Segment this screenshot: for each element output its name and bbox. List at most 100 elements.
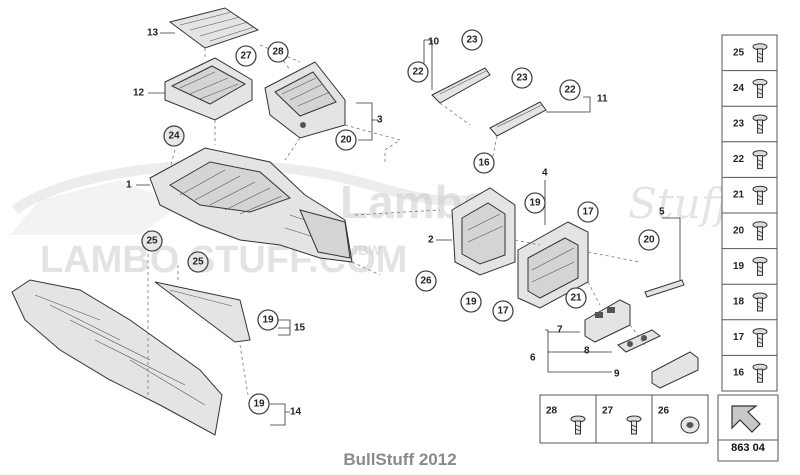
torx-screw-icon <box>752 328 768 348</box>
label-7: 7 <box>557 325 563 336</box>
svg-text:19: 19 <box>262 315 274 326</box>
grommet-icon <box>680 416 700 434</box>
part-5-strip <box>644 279 685 298</box>
bottom-fastener-26: 26 <box>651 395 700 443</box>
bottom-fastener-27: 27 <box>595 395 642 443</box>
callout-25-left: 25 <box>141 230 163 252</box>
footer-text: BullStuff 2012 <box>343 450 456 469</box>
fastener-row-24: 24 <box>722 70 777 98</box>
fastener-row-21: 21 <box>722 176 777 205</box>
label-13: 13 <box>147 28 159 39</box>
bracket-clip-icon <box>752 221 768 241</box>
svg-text:20: 20 <box>340 135 352 146</box>
svg-text:25: 25 <box>146 236 158 247</box>
callout-27: 27 <box>235 45 257 67</box>
svg-text:22: 22 <box>564 85 576 96</box>
fastener-num: 17 <box>733 332 745 343</box>
part-9-cover <box>651 351 699 389</box>
label-5: 5 <box>659 207 665 218</box>
fastener-row-18: 18 <box>722 283 777 312</box>
fastener-num: 23 <box>733 119 745 130</box>
diagram-id-box: 863 04 <box>717 394 779 462</box>
part-12-tray <box>164 57 253 121</box>
fastener-num: 28 <box>546 406 558 417</box>
label-14: 14 <box>290 407 302 418</box>
part-14-console-trim <box>11 279 223 436</box>
fastener-row-20: 20 <box>722 212 777 241</box>
watermark-script: Stuff <box>628 179 737 228</box>
fastener-num: 20 <box>733 225 745 236</box>
bolt-icon <box>752 185 768 205</box>
svg-text:23: 23 <box>466 35 478 46</box>
label-3: 3 <box>377 115 383 126</box>
callout-17-top: 17 <box>577 201 599 223</box>
svg-text:27: 27 <box>240 51 252 62</box>
callout-22-right: 22 <box>559 79 581 101</box>
label-15: 15 <box>294 323 306 334</box>
washer-screw-icon <box>626 415 642 435</box>
fastener-row-22: 22 <box>722 141 777 170</box>
callout-21: 21 <box>565 287 587 309</box>
arrow-icon <box>731 405 761 433</box>
callout-24: 24 <box>163 125 185 147</box>
fastener-num: 24 <box>733 83 745 94</box>
bottom-fastener-panel: 28 27 26 <box>539 394 709 444</box>
callout-20-top: 20 <box>335 129 357 151</box>
label-2: 2 <box>428 235 434 246</box>
leader-lines <box>136 32 681 426</box>
label-4: 4 <box>542 168 548 179</box>
label-12: 12 <box>133 88 145 99</box>
fastener-row-23: 23 <box>722 105 777 134</box>
part-labels: 13 12 3 1 10 11 4 2 5 15 14 7 6 8 9 <box>126 28 665 418</box>
callout-26: 26 <box>415 270 437 292</box>
part-7-switch-panel <box>584 299 631 343</box>
svg-text:17: 17 <box>497 306 509 317</box>
callout-19-low: 19 <box>460 291 482 313</box>
clip-nut-icon <box>752 256 768 276</box>
callout-23-right: 23 <box>511 67 533 89</box>
label-9: 9 <box>614 369 620 380</box>
label-10: 10 <box>428 37 440 48</box>
part-4-frame <box>517 221 589 309</box>
fastener-num: 16 <box>733 368 745 379</box>
callout-19-bottom: 19 <box>248 393 270 415</box>
svg-text:28: 28 <box>272 47 284 58</box>
callout-19-mid: 19 <box>524 192 546 214</box>
callouts: 27 28 24 20 22 23 23 22 16 19 17 20 25 2… <box>141 29 660 415</box>
svg-text:25: 25 <box>192 257 204 268</box>
svg-text:23: 23 <box>516 73 528 84</box>
spring-nut-icon <box>752 150 768 170</box>
fastener-row-19: 19 <box>722 248 777 276</box>
retaining-clip-icon <box>752 292 768 312</box>
watermark: Lambo Stuff LAMBO STUFF.COM by JBW <box>10 159 737 281</box>
callout-19-side: 19 <box>257 309 279 331</box>
callout-23-top: 23 <box>461 29 483 51</box>
part-1-console-frame <box>149 147 353 263</box>
diagram-id: 863 04 <box>731 442 766 454</box>
part-10-bracket <box>431 67 491 104</box>
svg-text:21: 21 <box>570 293 582 304</box>
bottom-fastener-28: 28 <box>546 406 586 435</box>
fastener-num: 19 <box>733 261 745 272</box>
screw-icon <box>752 114 768 134</box>
svg-text:19: 19 <box>465 297 477 308</box>
label-11: 11 <box>597 94 608 105</box>
callout-22-left: 22 <box>407 61 429 83</box>
part-11-bracket <box>489 101 547 137</box>
svg-text:16: 16 <box>478 158 490 169</box>
fastener-num: 27 <box>602 406 614 417</box>
svg-text:19: 19 <box>253 399 265 410</box>
fastener-panel: 25 24 23 22 21 20 19 18 17 16 <box>721 34 778 392</box>
fastener-row-17: 17 <box>722 319 777 348</box>
fastener-num: 18 <box>733 297 745 308</box>
part-13-mat <box>168 7 260 49</box>
fastener-row-16: 16 <box>722 354 777 383</box>
label-6: 6 <box>530 353 536 364</box>
fastener-num: 21 <box>733 190 745 201</box>
push-clip-icon <box>752 43 768 63</box>
fastener-row-25: 25 <box>733 43 768 63</box>
svg-text:24: 24 <box>168 131 180 142</box>
expanding-rivet-icon <box>752 78 768 98</box>
callout-16: 16 <box>473 152 495 174</box>
